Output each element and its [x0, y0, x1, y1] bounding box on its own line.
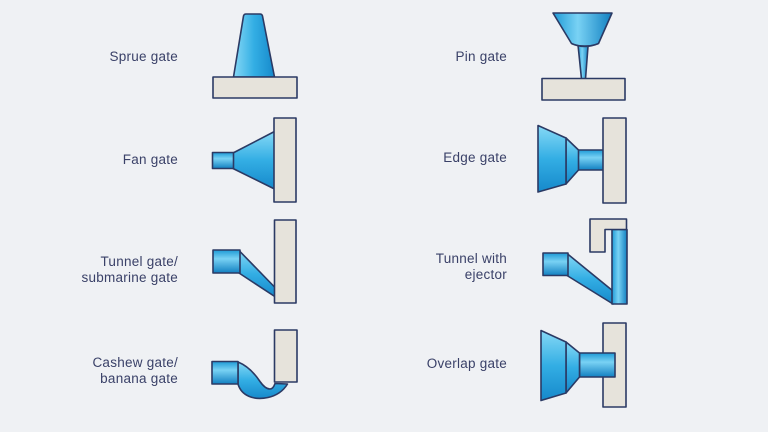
ejector-pin — [611, 228, 628, 305]
overlap-gate-icon — [540, 322, 627, 408]
edge-gate-icon — [537, 117, 627, 204]
label-tunnel-gate: Tunnel gate/ submarine gate — [81, 254, 178, 285]
mold-plate — [273, 117, 297, 203]
label-tunnel-ejector: Tunnel with ejector — [435, 251, 507, 282]
tunnel-wedge — [566, 252, 614, 305]
runner — [542, 252, 569, 277]
fan-gate-icon — [211, 117, 297, 203]
label-cashew-gate: Cashew gate/ banana gate — [92, 355, 178, 386]
gate-bar — [577, 149, 606, 171]
mold-plate — [273, 219, 297, 304]
pin-gate-icon — [541, 12, 626, 101]
label-edge-gate: Edge gate — [443, 150, 507, 165]
mold-plate — [541, 77, 626, 101]
mold-plate — [602, 117, 627, 204]
tunnel-ejector-icon — [542, 218, 628, 305]
label-sprue-gate: Sprue gate — [109, 49, 178, 64]
runner — [211, 360, 239, 385]
cone-taper — [565, 341, 581, 394]
sprue-cone — [232, 13, 276, 78]
cashew-gate-icon — [211, 329, 298, 400]
mold-plate — [212, 76, 298, 99]
label-overlap-gate: Overlap gate — [426, 356, 507, 371]
funnel-rim-line — [571, 43, 599, 47]
runner — [212, 249, 241, 274]
cone — [537, 124, 567, 193]
runner — [211, 151, 235, 170]
fan — [232, 130, 276, 190]
tunnel-wedge — [238, 249, 277, 298]
label-fan-gate: Fan gate — [122, 152, 178, 167]
mold-hook — [589, 218, 628, 253]
sprue-gate-icon — [212, 13, 298, 99]
label-pin-gate: Pin gate — [455, 49, 507, 64]
tunnel-gate-icon — [212, 219, 297, 304]
pin-funnel — [552, 12, 613, 48]
banana-curve — [237, 361, 289, 400]
mold-plate — [273, 329, 298, 383]
cone — [540, 329, 567, 402]
gate-bar — [578, 352, 616, 378]
cone-taper — [565, 137, 580, 185]
